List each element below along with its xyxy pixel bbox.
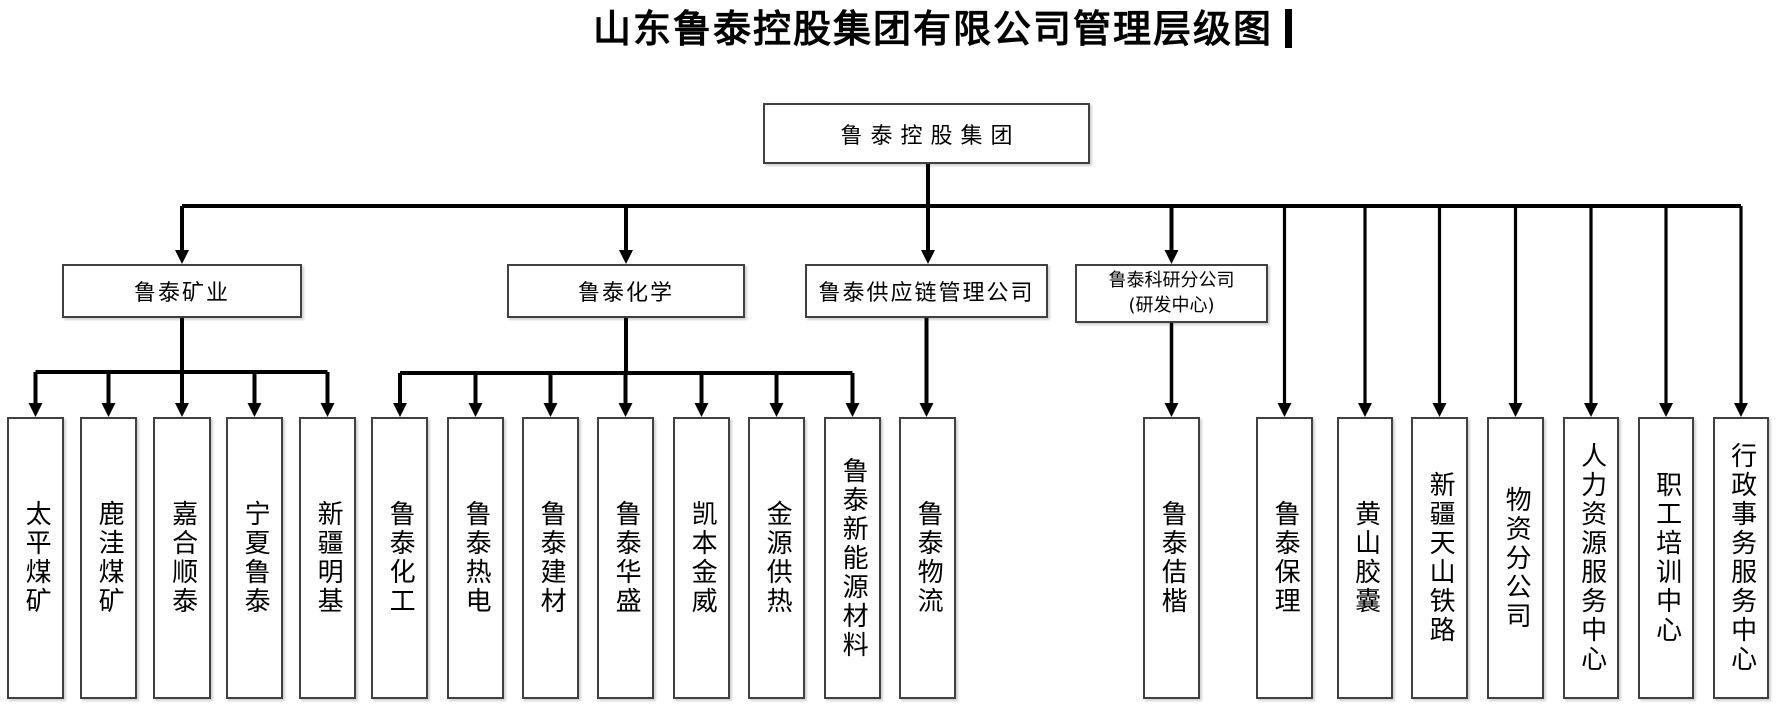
node-jinyuan-heating[interactable]: 金源供热: [748, 417, 805, 699]
node-label: 鲁泰科研分公司 (研发中心): [1109, 269, 1235, 318]
node-lutai-new-energy-materials[interactable]: 鲁泰新能源材料: [824, 417, 881, 699]
node-label: 行政事务服务中心: [1726, 442, 1757, 674]
node-label: 鹿洼煤矿: [94, 500, 125, 616]
node-label: 鲁泰保理: [1270, 500, 1301, 616]
node-jiahe-shuntai[interactable]: 嘉合顺泰: [153, 417, 211, 699]
node-lutai-research-branch[interactable]: 鲁泰科研分公司 (研发中心): [1075, 264, 1268, 323]
node-label: 鲁泰控股集团: [840, 123, 1021, 149]
node-lutai-mining[interactable]: 鲁泰矿业: [62, 264, 302, 318]
node-label: 新疆明基: [313, 500, 344, 616]
node-label: 鲁泰矿业: [133, 281, 230, 306]
node-xinjiang-tianshan-railway[interactable]: 新疆天山铁路: [1411, 417, 1468, 699]
node-lutai-huasheng[interactable]: 鲁泰华盛: [597, 417, 654, 699]
node-label: 宁夏鲁泰: [240, 500, 271, 616]
node-lutai-building-materials[interactable]: 鲁泰建材: [522, 417, 579, 699]
node-label: 黄山胶囊: [1350, 500, 1381, 616]
node-luwa-coal-mine[interactable]: 鹿洼煤矿: [80, 417, 137, 699]
page-title[interactable]: 山东鲁泰控股集团有限公司管理层级图: [592, 6, 1273, 51]
node-label: 鲁泰新能源材料: [838, 456, 869, 660]
node-label: 鲁泰供应链管理公司: [818, 281, 1035, 306]
node-label: 鲁泰热电: [461, 500, 492, 616]
node-label: 新疆天山铁路: [1425, 471, 1456, 645]
node-lutai-chemical-industry[interactable]: 鲁泰化工: [371, 417, 428, 699]
node-kaiben-jinwei[interactable]: 凯本金威: [673, 417, 730, 699]
node-lutai-thermal-power[interactable]: 鲁泰热电: [447, 417, 504, 699]
node-label: 鲁泰化学: [577, 281, 674, 306]
node-label: 凯本金威: [687, 500, 718, 616]
node-label: 物资分公司: [1501, 485, 1532, 631]
node-materials-branch[interactable]: 物资分公司: [1487, 417, 1544, 699]
node-lutai-holding-group[interactable]: 鲁泰控股集团: [763, 103, 1090, 164]
node-lutai-jiekai[interactable]: 鲁泰佶楷: [1143, 417, 1200, 699]
node-admin-affairs-service-center[interactable]: 行政事务服务中心: [1713, 417, 1769, 699]
node-staff-training-center[interactable]: 职工培训中心: [1638, 417, 1694, 699]
node-label: 鲁泰化工: [385, 500, 416, 616]
node-lutai-factoring[interactable]: 鲁泰保理: [1256, 417, 1313, 699]
node-label: 嘉合顺泰: [167, 500, 198, 616]
node-lutai-chemistry[interactable]: 鲁泰化学: [507, 264, 745, 318]
text-cursor: [1285, 9, 1292, 48]
node-label: 鲁泰佶楷: [1157, 500, 1188, 616]
node-taiping-coal-mine[interactable]: 太平煤矿: [7, 417, 64, 699]
node-label: 人力资源服务中心: [1576, 442, 1607, 674]
node-label-line1: 鲁泰科研分公司: [1108, 270, 1235, 292]
node-label: 太平煤矿: [21, 500, 52, 616]
node-label: 金源供热: [762, 500, 793, 616]
node-xinjiang-mingji[interactable]: 新疆明基: [299, 417, 356, 699]
node-ningxia-lutai[interactable]: 宁夏鲁泰: [226, 417, 283, 699]
node-lutai-logistics[interactable]: 鲁泰物流: [899, 417, 956, 699]
node-hr-service-center[interactable]: 人力资源服务中心: [1563, 417, 1619, 699]
node-label: 鲁泰华盛: [611, 500, 642, 616]
node-lutai-supply-chain[interactable]: 鲁泰供应链管理公司: [805, 264, 1048, 318]
node-label-line2: (研发中心): [1128, 294, 1215, 316]
node-label: 职工培训中心: [1651, 471, 1682, 645]
node-huangshan-capsule[interactable]: 黄山胶囊: [1337, 417, 1393, 699]
node-label: 鲁泰物流: [913, 500, 944, 616]
node-label: 鲁泰建材: [536, 500, 567, 616]
